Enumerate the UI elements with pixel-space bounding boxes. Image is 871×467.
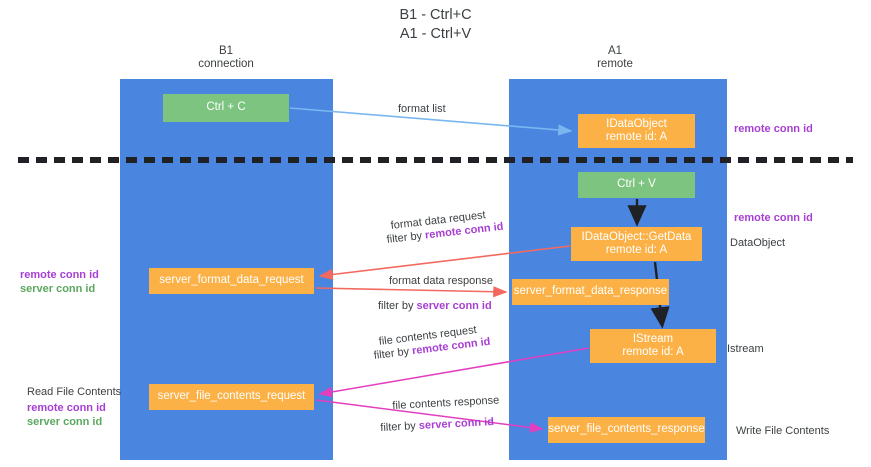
node-server-file-contents-request[interactable]: server_file_contents_request	[149, 384, 314, 410]
label-left-conn-ids-top: remote conn id server conn id	[20, 268, 99, 296]
filter-by-text-4: filter by	[380, 419, 420, 434]
label-read-file-contents: Read File Contents	[27, 386, 122, 398]
node-istream[interactable]: IStream remote id: A	[590, 329, 716, 363]
node-idataobject-subtitle: remote id: A	[605, 131, 668, 143]
filter-by-text-2: filter by	[378, 300, 417, 312]
lane-header-a1: A1 remote	[597, 45, 633, 70]
label-write-file-contents: Write File Contents	[736, 425, 830, 437]
node-idataobject-getdata[interactable]: IDataObject::GetData remote id: A	[571, 227, 702, 261]
filter-server-conn-id-2: server conn id	[418, 416, 495, 432]
label-left-server-conn-id: server conn id	[20, 283, 96, 295]
label-file-contents-response: file contents response	[392, 394, 500, 412]
label-remote-conn-id-top: remote conn id	[734, 123, 813, 135]
label-dataobject: DataObject	[730, 237, 786, 249]
arrow-format-data-response	[315, 286, 508, 298]
node-server-file-contents-request-label: server_file_contents_request	[157, 390, 306, 403]
filter-server-conn-id-1: server conn id	[416, 300, 492, 312]
node-server-format-data-response-label: server_format_data_response	[513, 285, 668, 298]
node-ctrl-c[interactable]: Ctrl + C	[163, 94, 289, 122]
page-title: B1 - Ctrl+C A1 - Ctrl+V	[399, 7, 472, 42]
lane-header-b1: B1 connection	[198, 45, 254, 70]
label-format-list: format list	[398, 103, 446, 115]
node-getdata-subtitle: remote id: A	[605, 244, 668, 256]
filter-by-text-1: filter by	[386, 229, 426, 246]
node-ctrl-v[interactable]: Ctrl + V	[578, 172, 695, 198]
label-filter-by-server-conn-id-2: filter by server conn id	[380, 415, 494, 435]
node-istream-subtitle: remote id: A	[622, 346, 684, 358]
label-remote-conn-id-mid: remote conn id	[734, 212, 813, 224]
node-server-format-data-request[interactable]: server_format_data_request	[149, 268, 314, 294]
label-left-remote-conn-id-2: remote conn id	[27, 402, 106, 414]
node-server-file-contents-response-label: server_file_contents_response	[548, 423, 705, 436]
node-ctrl-v-label: Ctrl + V	[617, 178, 656, 191]
label-left-remote-conn-id: remote conn id	[20, 269, 99, 281]
node-getdata-title: IDataObject::GetData	[581, 230, 692, 243]
node-server-file-contents-response[interactable]: server_file_contents_response	[548, 417, 705, 443]
filter-by-text-3: filter by	[373, 345, 413, 362]
label-left-conn-ids-bottom: remote conn id server conn id	[27, 401, 106, 429]
node-istream-title: IStream	[632, 332, 674, 345]
label-istream: Istream	[727, 343, 764, 355]
label-left-server-conn-id-2: server conn id	[27, 416, 103, 428]
node-ctrl-c-label: Ctrl + C	[206, 101, 246, 114]
node-idataobject-title: IDataObject	[606, 117, 667, 130]
node-server-format-data-response[interactable]: server_format_data_response	[512, 279, 669, 305]
node-server-format-data-request-label: server_format_data_request	[159, 274, 304, 287]
label-format-data-response: format data response	[389, 275, 493, 287]
label-filter-by-server-conn-id: filter by server conn id	[378, 299, 492, 313]
node-idataobject[interactable]: IDataObject remote id: A	[578, 114, 695, 148]
